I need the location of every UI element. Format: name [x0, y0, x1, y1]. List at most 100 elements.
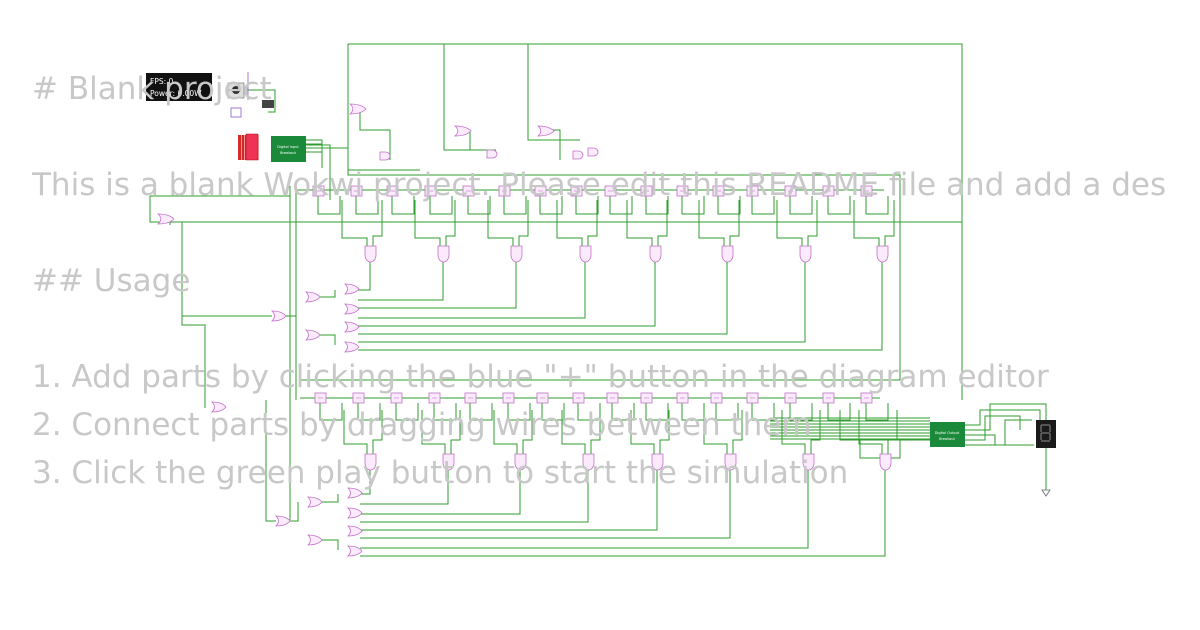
flip-flop[interactable]: [712, 185, 725, 197]
wire[interactable]: [865, 196, 889, 215]
wire[interactable]: [965, 409, 1041, 426]
wire[interactable]: [429, 196, 453, 215]
flip-flop[interactable]: [606, 392, 619, 404]
flip-flop[interactable]: [860, 392, 873, 404]
wire[interactable]: [414, 200, 441, 246]
wire[interactable]: [853, 200, 880, 246]
wire[interactable]: [317, 196, 341, 215]
wire[interactable]: [776, 200, 803, 246]
wire[interactable]: [320, 290, 336, 298]
wire[interactable]: [810, 410, 821, 454]
wires[interactable]: [149, 43, 1047, 557]
and-gate[interactable]: [364, 453, 377, 471]
wire[interactable]: [789, 403, 813, 421]
wire[interactable]: [522, 410, 533, 454]
wire[interactable]: [360, 470, 886, 557]
wire[interactable]: [308, 147, 901, 380]
seven-segment-display-icon[interactable]: [1036, 420, 1056, 448]
wire[interactable]: [865, 403, 889, 421]
and-gate[interactable]: [802, 453, 815, 471]
wire[interactable]: [751, 403, 775, 421]
wire[interactable]: [360, 470, 658, 531]
wire[interactable]: [322, 539, 339, 550]
or-gate[interactable]: [344, 303, 360, 315]
wire[interactable]: [611, 403, 635, 421]
wire[interactable]: [433, 403, 457, 421]
and-gate[interactable]: [721, 245, 734, 263]
wire[interactable]: [965, 415, 1021, 441]
flip-flop[interactable]: [784, 185, 797, 197]
flip-flop[interactable]: [570, 185, 583, 197]
wire[interactable]: [391, 196, 415, 215]
wire[interactable]: [698, 200, 725, 246]
wire[interactable]: [372, 410, 383, 454]
wire[interactable]: [493, 410, 518, 454]
or-gate[interactable]: [307, 496, 323, 508]
wire[interactable]: [681, 403, 705, 421]
wire[interactable]: [703, 410, 728, 454]
wire[interactable]: [306, 147, 323, 168]
wire[interactable]: [659, 410, 670, 454]
wire[interactable]: [789, 196, 813, 215]
wire[interactable]: [372, 200, 383, 246]
and-gate[interactable]: [364, 245, 377, 263]
wire[interactable]: [286, 296, 297, 317]
wire[interactable]: [609, 196, 633, 215]
wire[interactable]: [965, 419, 1032, 446]
wire[interactable]: [395, 403, 419, 421]
wire[interactable]: [290, 502, 299, 522]
wire[interactable]: [556, 200, 583, 246]
wire[interactable]: [306, 144, 331, 200]
slide-switch-icon[interactable]: [230, 107, 242, 118]
or-gate[interactable]: [347, 507, 363, 519]
toggle-switch[interactable]: [262, 100, 274, 108]
and-gate[interactable]: [579, 245, 592, 263]
wire[interactable]: [450, 410, 461, 454]
and-gate[interactable]: [582, 453, 595, 471]
or-gate[interactable]: [344, 283, 360, 295]
wire[interactable]: [827, 403, 851, 421]
flip-flop[interactable]: [746, 185, 759, 197]
wire[interactable]: [348, 43, 963, 400]
wire[interactable]: [561, 410, 586, 454]
wire[interactable]: [358, 262, 728, 335]
wire[interactable]: [858, 410, 883, 454]
flip-flop[interactable]: [604, 185, 617, 197]
wire[interactable]: [681, 196, 705, 215]
or-gate[interactable]: [347, 545, 363, 557]
or-gate[interactable]: [344, 341, 360, 353]
wire[interactable]: [507, 403, 531, 421]
flip-flop[interactable]: [462, 185, 475, 197]
flip-flop[interactable]: [640, 392, 653, 404]
wire[interactable]: [358, 262, 371, 291]
wire[interactable]: [527, 44, 580, 141]
flip-flop[interactable]: [640, 185, 653, 197]
flip-flop[interactable]: [352, 392, 365, 404]
wire[interactable]: [360, 470, 731, 539]
wire[interactable]: [360, 470, 589, 523]
flip-flop[interactable]: [676, 392, 689, 404]
and-gate[interactable]: [651, 453, 664, 471]
and-gate[interactable]: [514, 453, 527, 471]
and-gate[interactable]: [876, 245, 889, 263]
wire[interactable]: [539, 196, 563, 215]
flip-flop[interactable]: [860, 185, 873, 197]
wire[interactable]: [807, 200, 818, 246]
wire[interactable]: [149, 196, 962, 223]
wire[interactable]: [343, 410, 368, 454]
flip-flop[interactable]: [534, 185, 547, 197]
wire[interactable]: [827, 196, 851, 215]
or-gate[interactable]: [307, 534, 323, 546]
wire[interactable]: [244, 89, 276, 113]
flip-flop[interactable]: [822, 185, 835, 197]
wire[interactable]: [358, 262, 883, 351]
wire[interactable]: [322, 494, 339, 503]
or-gate[interactable]: [344, 321, 360, 333]
and-gate[interactable]: [486, 149, 498, 159]
and-gate[interactable]: [510, 245, 523, 263]
wire[interactable]: [355, 196, 379, 215]
or-gate[interactable]: [271, 310, 287, 322]
wire[interactable]: [341, 200, 368, 246]
flip-flop[interactable]: [746, 392, 759, 404]
